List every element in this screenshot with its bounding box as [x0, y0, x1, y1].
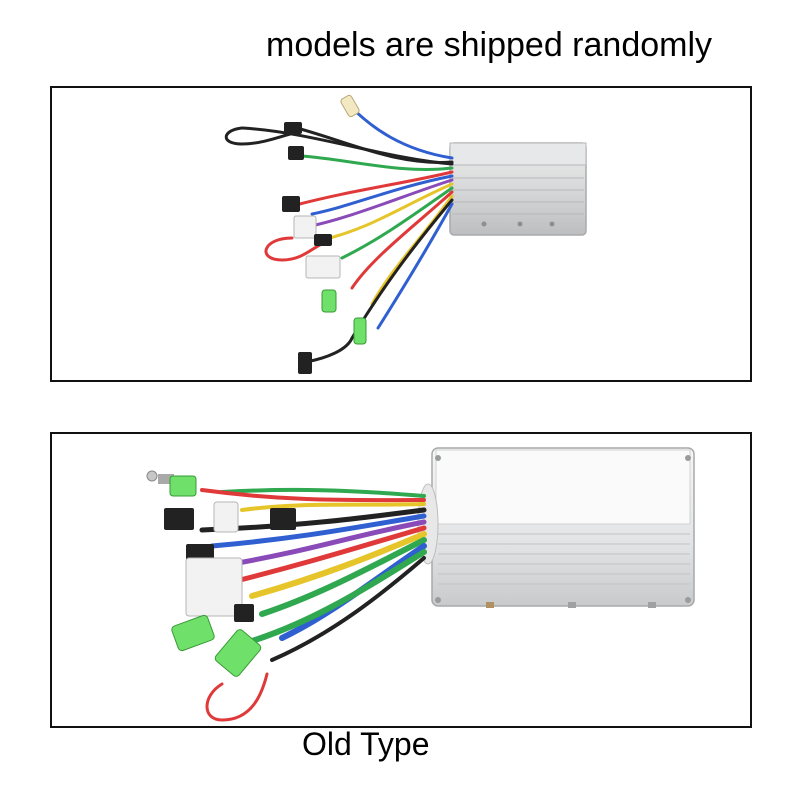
top-caption: models are shipped randomly: [266, 26, 713, 64]
old-type-panel: [50, 432, 752, 728]
connectors: [282, 94, 367, 374]
bottom-caption: Old Type: [302, 726, 430, 762]
new-type-panel: [50, 86, 752, 382]
old-type-controller-photo: [146, 447, 695, 722]
wire-harness: [224, 104, 454, 340]
new-type-controller-photo: [224, 94, 587, 374]
controller-casing: [449, 142, 587, 236]
controller-casing: [417, 447, 695, 608]
connectors: [146, 470, 296, 677]
